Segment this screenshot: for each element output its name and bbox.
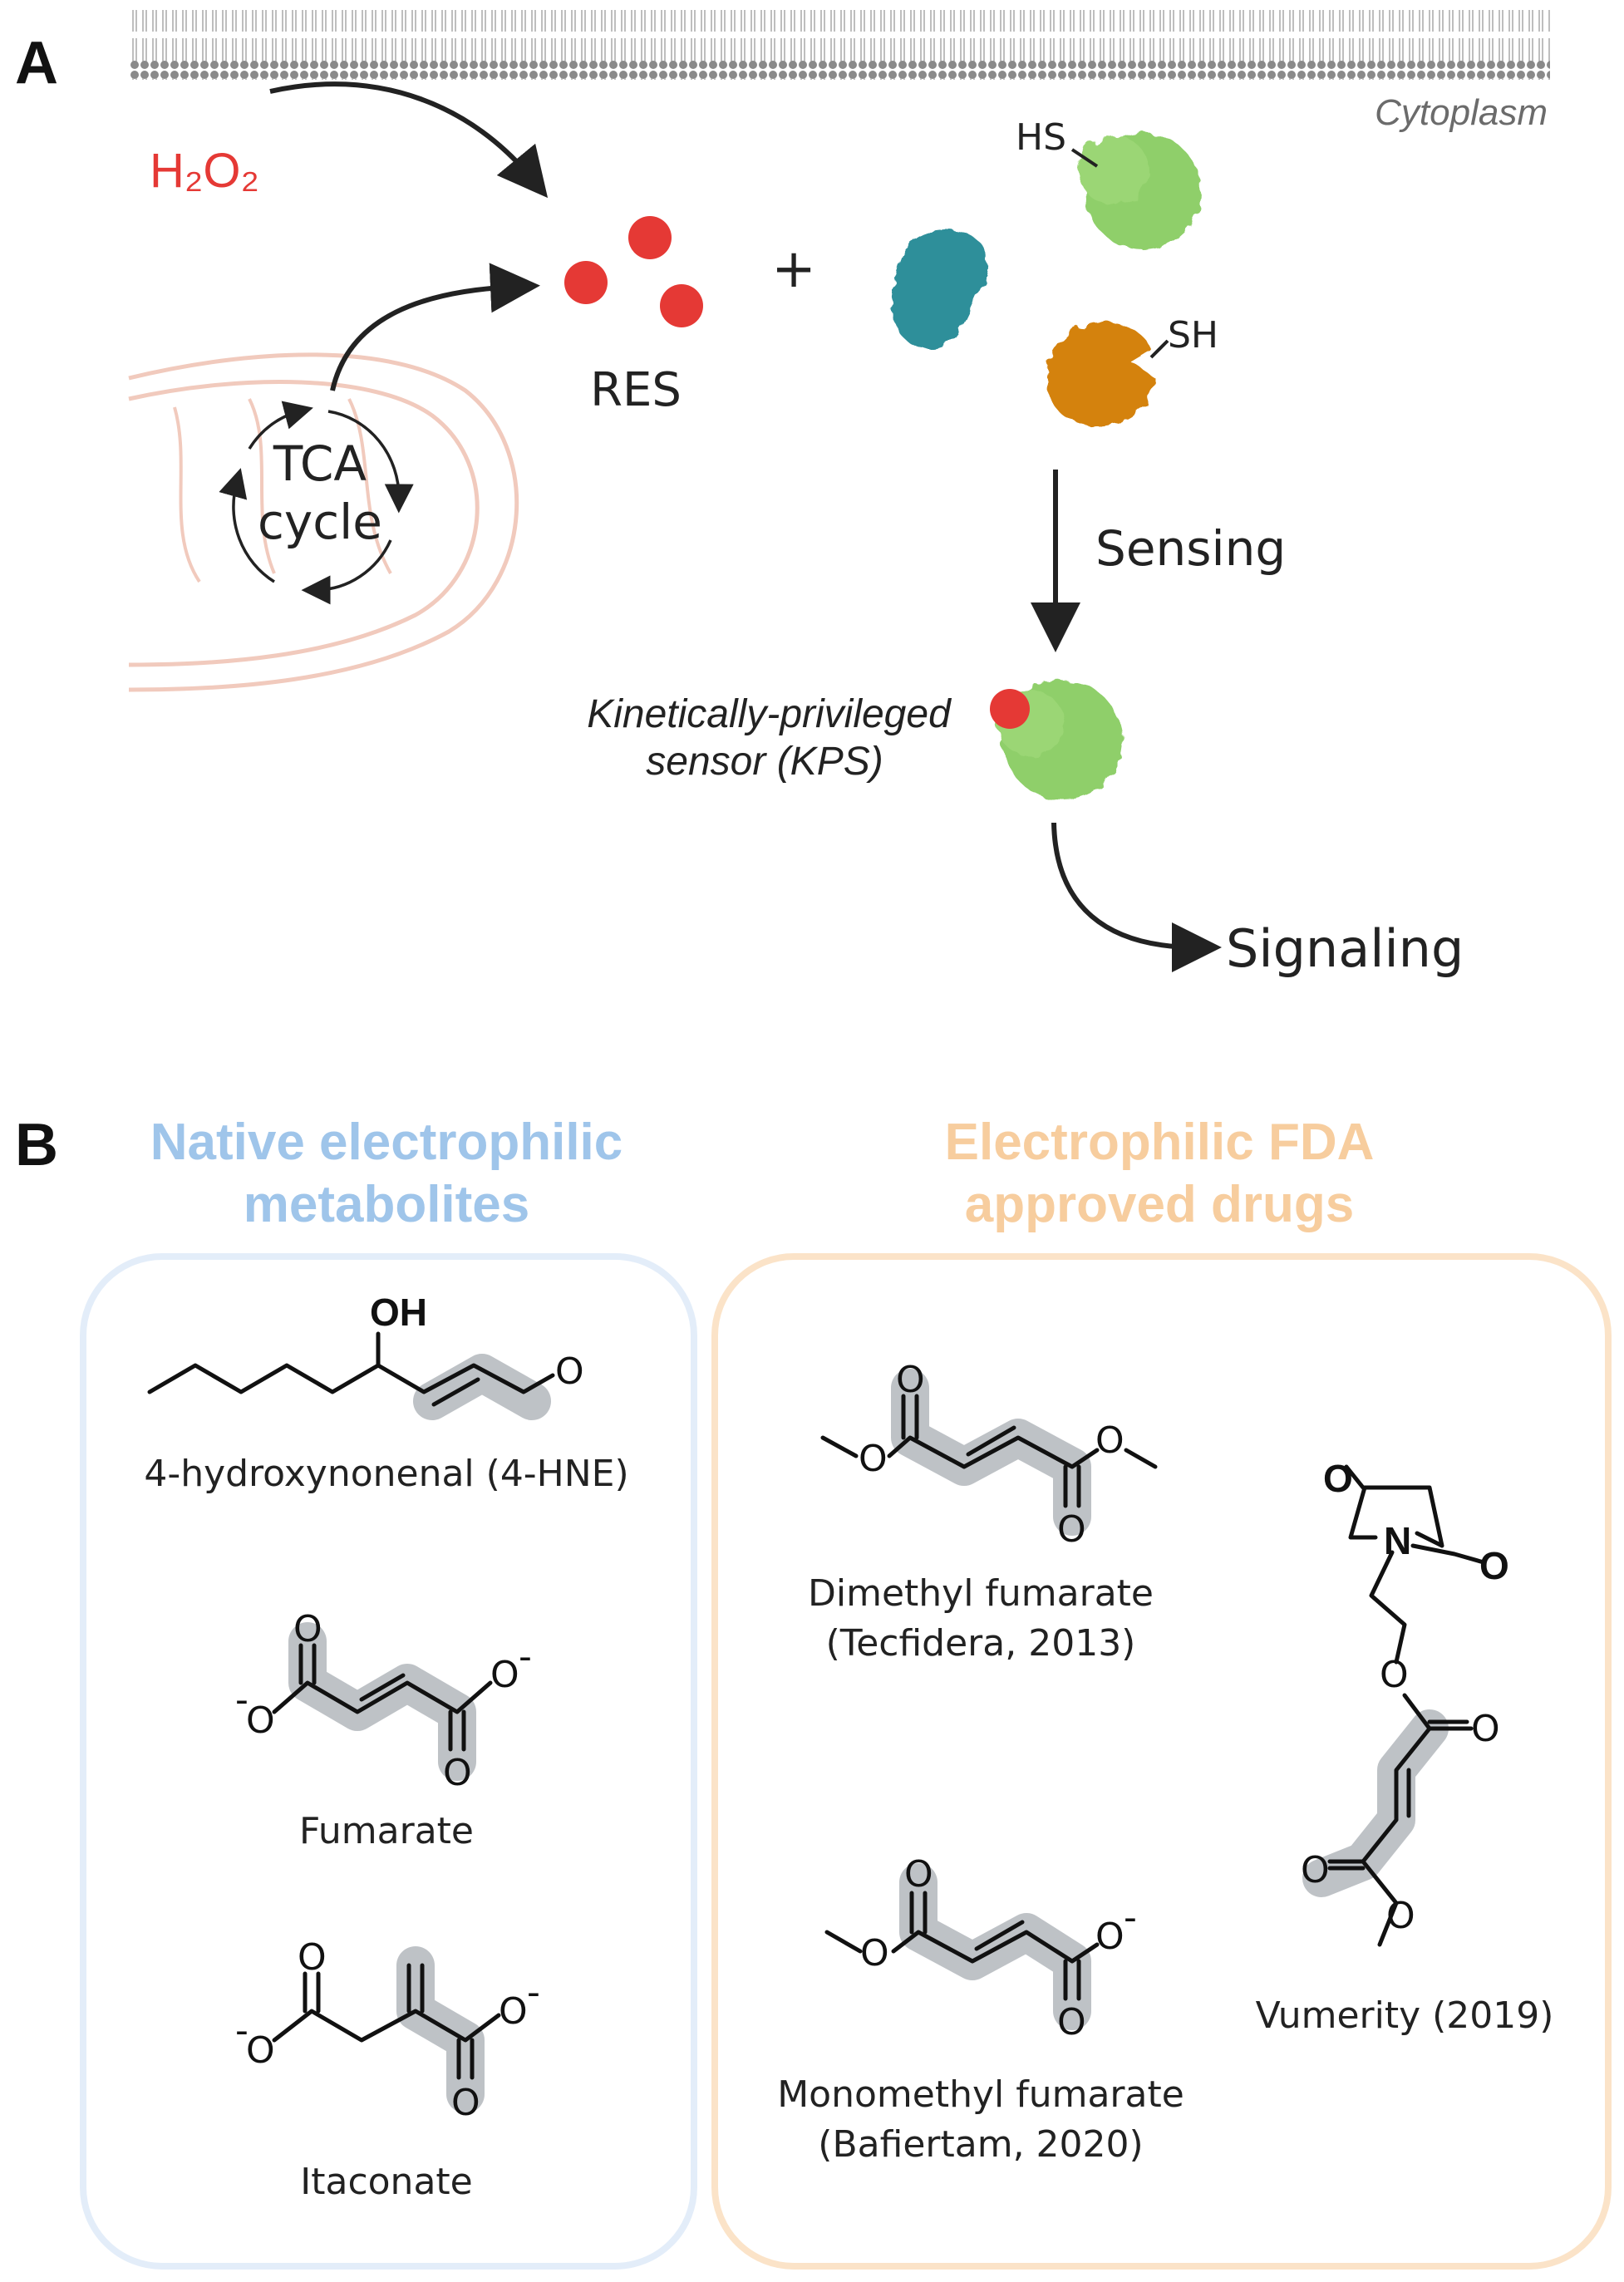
itaconate-o-right: O	[499, 1990, 528, 2033]
vumerity-o-2: O	[1479, 1544, 1509, 1587]
itaconate-minus-left: -	[235, 2009, 249, 2052]
res-dot	[660, 284, 703, 327]
itaconate-o-left: O	[246, 2029, 275, 2072]
kps-label-line2: sensor (KPS)	[646, 740, 883, 784]
tca-label-line2: cycle	[258, 494, 382, 550]
mmf-label-line1: Monomethyl fumarate	[777, 2073, 1184, 2116]
itaconate-o-bottom: O	[451, 2082, 480, 2124]
hs-bond	[1070, 148, 1099, 168]
hs-label: HS	[1016, 116, 1066, 159]
fumarate-o-right: O	[490, 1654, 519, 1696]
res-dot	[628, 216, 672, 259]
sh-bond	[1149, 339, 1169, 359]
mitochondrion	[128, 352, 519, 692]
dmf-label-line1: Dimethyl fumarate	[808, 1572, 1154, 1615]
itaconate-minus-right: -	[527, 1971, 540, 2014]
dmf-structure	[820, 1369, 1158, 1536]
tca-label-line1: TCA	[273, 435, 367, 492]
fumarate-o-bottom: O	[443, 1752, 472, 1794]
fumarate-minus-left: -	[235, 1679, 249, 1721]
h2o2-arrow	[269, 81, 549, 199]
kps-label-line1: Kinetically-privileged	[587, 692, 952, 736]
panel-b-letter: B	[15, 1112, 58, 1178]
fda-title-line2: approved drugs	[965, 1176, 1355, 1233]
hne-structure	[147, 1331, 555, 1420]
tca-to-res-arrow	[330, 263, 540, 391]
hne-oxygen: O	[555, 1350, 584, 1393]
sh-label: SH	[1168, 314, 1218, 357]
green-protein	[1079, 133, 1201, 249]
fumarate-structure	[272, 1622, 493, 1781]
vumerity-o-carbonyl-1: O	[1471, 1708, 1500, 1750]
orange-protein	[1046, 322, 1155, 426]
vumerity-o-1: O	[1323, 1457, 1353, 1500]
hne-oh: OH	[370, 1291, 427, 1334]
dmf-o-right: O	[1095, 1419, 1124, 1462]
vumerity-structure	[1302, 1464, 1486, 1947]
native-box	[80, 1253, 697, 2270]
itaconate-o-top: O	[298, 1936, 327, 1979]
vumerity-o-carbonyl-2: O	[1301, 1849, 1330, 1891]
dmf-o-bottom: O	[1057, 1508, 1086, 1551]
signaling-arrow	[1051, 822, 1222, 972]
fumarate-o-top: O	[293, 1608, 322, 1650]
fda-title-line1: Electrophilic FDA	[945, 1114, 1375, 1171]
sensing-label: Sensing	[1095, 520, 1286, 577]
hne-label: 4-hydroxynonenal (4-HNE)	[144, 1453, 628, 1495]
itaconate-structure	[272, 1946, 501, 2113]
mmf-o-left: O	[860, 1932, 889, 1975]
native-title-line2: metabolites	[244, 1176, 530, 1233]
teal-protein	[891, 229, 988, 349]
vumerity-o-methoxy: O	[1386, 1895, 1415, 1937]
fumarate-o-left: O	[246, 1699, 275, 1742]
vumerity-o-ester: O	[1380, 1654, 1409, 1696]
vumerity-label: Vumerity (2019)	[1256, 1994, 1554, 2037]
dmf-o-left: O	[859, 1438, 888, 1480]
dmf-o-top: O	[896, 1359, 925, 1401]
fumarate-label: Fumarate	[299, 1810, 474, 1852]
dmf-label-line2: (Tecfidera, 2013)	[826, 1622, 1136, 1665]
signaling-label: Signaling	[1226, 918, 1464, 979]
vumerity-nitrogen: N	[1384, 1519, 1411, 1562]
kps-res-dot	[990, 689, 1030, 729]
cell-membrane	[129, 10, 1550, 80]
mmf-structure	[824, 1863, 1100, 2030]
native-title-line1: Native electrophilic	[150, 1114, 623, 1171]
mmf-minus-right: -	[1124, 1896, 1137, 1939]
cytoplasm-label: Cytoplasm	[1375, 92, 1548, 133]
mmf-o-right: O	[1095, 1916, 1124, 1958]
itaconate-label: Itaconate	[300, 2161, 472, 2203]
res-label: RES	[590, 363, 682, 417]
plus-sign: +	[771, 239, 816, 300]
fumarate-minus-right: -	[519, 1635, 532, 1678]
mmf-o-top: O	[904, 1853, 933, 1896]
panel-a-letter: A	[15, 30, 58, 96]
mmf-label-line2: (Bafiertam, 2020)	[818, 2123, 1143, 2166]
tca-cycle-arrows	[219, 401, 414, 605]
h2o2-label: H₂O₂	[150, 144, 259, 198]
fda-box	[711, 1253, 1612, 2270]
mmf-o-bottom: O	[1057, 2001, 1086, 2043]
res-dot	[564, 261, 608, 304]
